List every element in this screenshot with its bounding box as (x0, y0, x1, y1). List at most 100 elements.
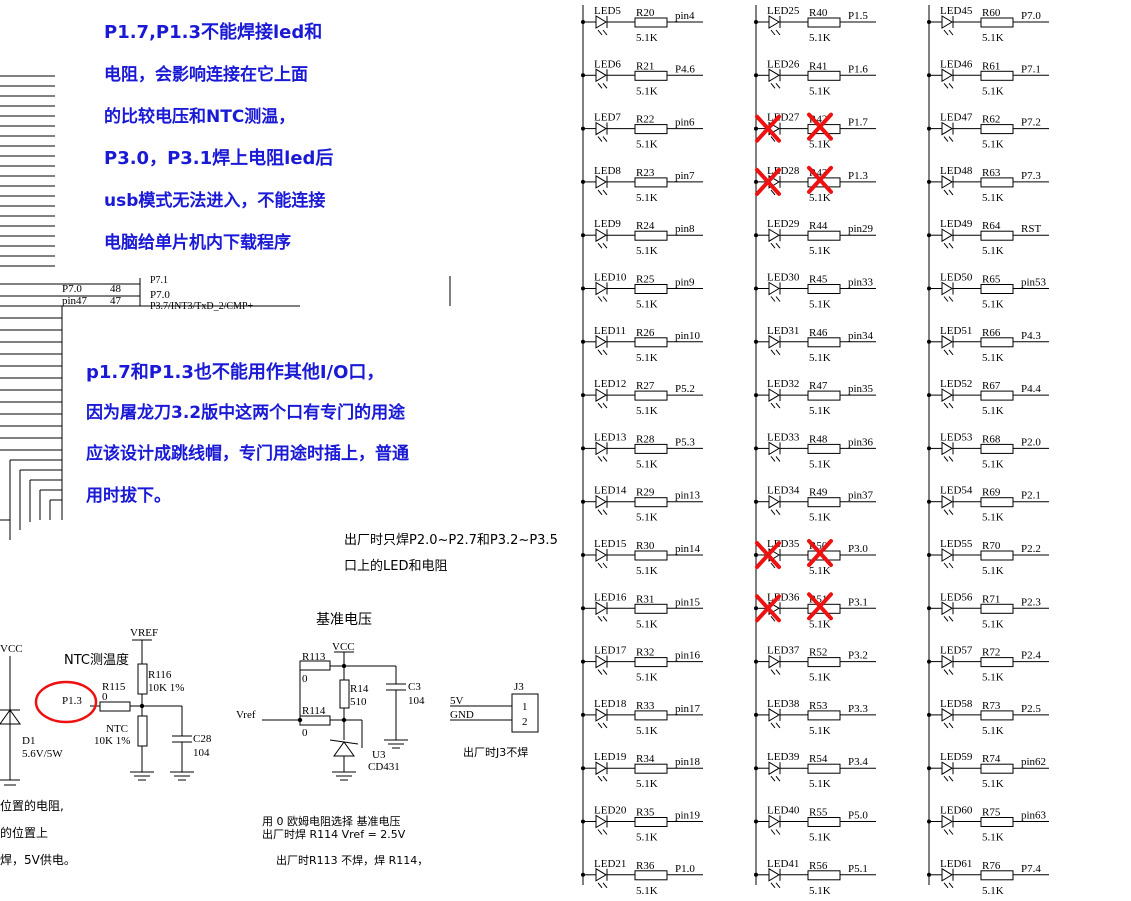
resistor-value: 5.1K (982, 245, 1004, 257)
led-arrow (597, 242, 603, 249)
resistor-symbol (634, 817, 668, 827)
note-line: 用时拔下。 (86, 485, 171, 506)
led-arrow (602, 509, 608, 516)
red-cross-mark (755, 541, 781, 569)
resistor-value: 5.1K (809, 512, 831, 524)
led-designator: LED19 (594, 751, 627, 763)
led-arrow (948, 775, 954, 782)
led-arrow (943, 296, 949, 302)
led-symbol (941, 601, 953, 616)
resistor-symbol (807, 337, 841, 348)
led-arrow (948, 456, 954, 462)
led-designator: LED9 (594, 218, 621, 230)
resistor-symbol (807, 284, 841, 294)
left-bus-lines (0, 75, 451, 540)
led-designator: LED50 (940, 272, 973, 284)
led-arrow (597, 775, 603, 782)
led-designator: LED39 (767, 751, 800, 763)
resistor-value: 5.1K (982, 618, 1004, 630)
resistor-designator: R33 (636, 700, 655, 712)
resistor-designator: R31 (636, 593, 654, 605)
led-designator: LED60 (940, 805, 973, 817)
ntc-block (0, 639, 194, 786)
resistor-value: 5.1K (636, 32, 658, 44)
net-label: P4.3 (1021, 330, 1041, 342)
resistor-designator: R44 (809, 220, 828, 232)
led-arrow (775, 882, 781, 889)
led-designator: LED33 (767, 431, 800, 443)
net-label: pin13 (675, 490, 701, 502)
resistor-symbol (634, 763, 668, 774)
resistor-designator: R67 (982, 380, 1001, 392)
led-arrow (775, 242, 781, 249)
resistor-symbol (634, 177, 668, 188)
led-designator: LED45 (940, 5, 973, 17)
resistor-designator: R52 (809, 647, 827, 659)
net-label: P1.5 (848, 10, 868, 22)
resistor-designator: R46 (809, 327, 828, 339)
led-designator: LED7 (594, 112, 621, 124)
led-arrow (770, 882, 776, 889)
resistor-designator: R35 (636, 807, 655, 819)
ntc-value: 10K 1% (94, 735, 130, 747)
led-arrow (775, 722, 781, 729)
red-cross-mark (807, 592, 833, 621)
resistor-symbol (634, 390, 668, 401)
led-arrow (943, 29, 949, 36)
resistor-designator: R54 (809, 753, 828, 765)
net-label: pin37 (848, 490, 874, 502)
r14-name: R14 (350, 683, 369, 695)
resistor-value: 5.1K (809, 245, 831, 257)
r115-value: 0 (102, 691, 108, 703)
led-symbol (595, 441, 607, 456)
red-cross-mark (755, 167, 781, 196)
resistor-value: 5.1K (809, 778, 831, 790)
ntc-note-line: 的位置上 (0, 825, 48, 840)
led-arrow (597, 615, 603, 622)
resistor-value: 5.1K (982, 778, 1004, 790)
net-label: pin4 (675, 10, 695, 22)
resistor-symbol (634, 70, 668, 81)
led-symbol (595, 708, 607, 722)
top-note: P1.7,P1.3不能焊接led和 电阻，会影响连接在它上面 的比较电压和NTC… (104, 21, 333, 253)
net-label: pin17 (675, 703, 701, 715)
led-designator: LED47 (940, 112, 973, 124)
j3-pin1-net: 5V (450, 695, 464, 707)
resistor-symbol (980, 17, 1014, 28)
net-label: P1.6 (848, 63, 868, 75)
led-arrow (948, 189, 954, 196)
net-label: P5.3 (675, 436, 695, 448)
led-arrow (770, 82, 776, 89)
ntc-note-line: 焊，5V供电。 (0, 852, 76, 867)
led-arrow (948, 722, 954, 729)
led-symbol (768, 441, 780, 456)
net-label: pin7 (675, 170, 695, 182)
led-arrow (775, 29, 781, 36)
net-label: P1.3 (848, 170, 868, 182)
resistor-value: 5.1K (636, 832, 658, 844)
led-designator: LED40 (767, 805, 800, 817)
resistor-symbol (980, 817, 1014, 827)
resistor-symbol (980, 763, 1014, 774)
resistor-designator: R24 (636, 220, 655, 232)
led-designator: LED21 (594, 858, 626, 870)
led-arrow (948, 349, 954, 356)
resistor-designator: R26 (636, 327, 655, 339)
led-arrow (943, 882, 949, 889)
resistor-value: 5.1K (636, 405, 658, 417)
resistor-designator: R76 (982, 860, 1001, 872)
red-cross-mark (807, 539, 833, 567)
net-label: P4.6 (675, 63, 695, 75)
